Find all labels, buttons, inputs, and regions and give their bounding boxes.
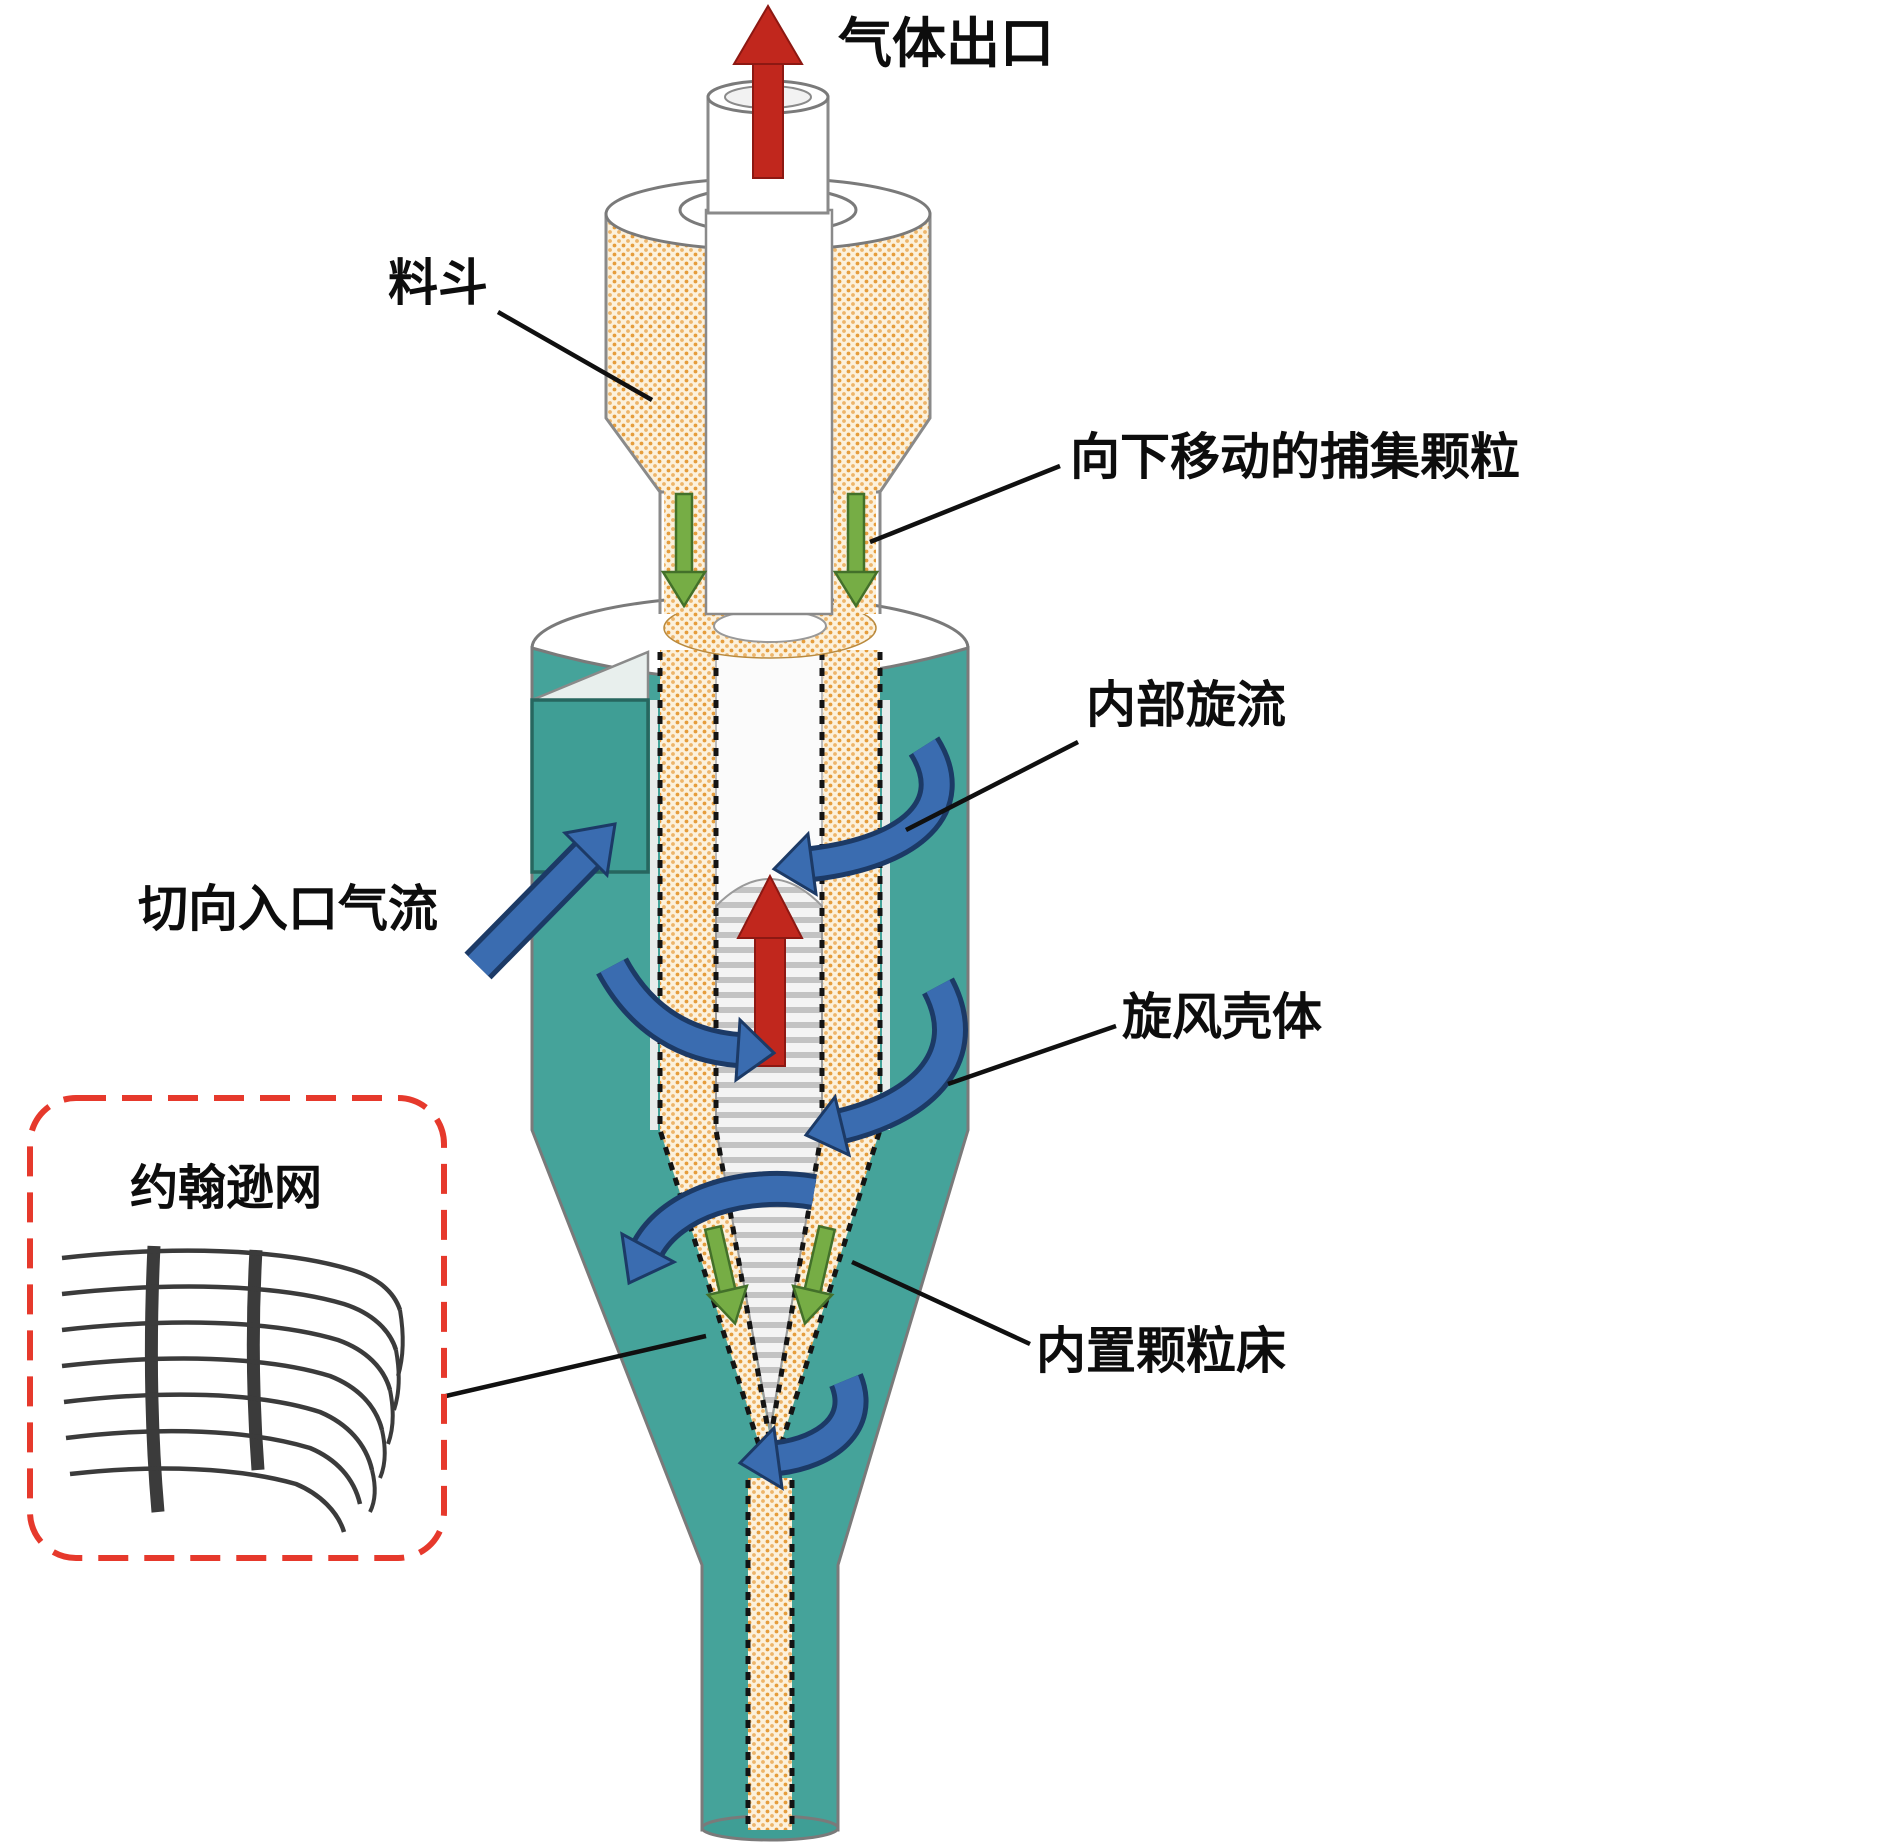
inlet-duct [464, 650, 650, 980]
granule-flow-arrow-cone-left-icon [703, 1224, 749, 1326]
label-cyclone-shell: 旋风壳体 [1122, 989, 1322, 1045]
label-granular-bed: 内置颗粒床 [1036, 1323, 1286, 1379]
screen-rod-right [246, 1249, 265, 1471]
granule-flow-arrow-neck-left-icon [660, 492, 708, 609]
gas-pipe-through-hopper [704, 208, 834, 616]
leader-hopper [496, 310, 654, 402]
granule-flow-arrow-neck-right-icon [832, 492, 880, 609]
cyclone-body [530, 594, 970, 1842]
johnson-screen-sketch [61, 1245, 405, 1533]
swirl-ribbon-middle-right-icon [803, 977, 968, 1158]
label-downward-particles: 向下移动的捕集颗粒 [1070, 429, 1520, 485]
swirl-ribbon-bottom-icon [737, 1373, 869, 1491]
leader-cyclone-shell [947, 1023, 1117, 1087]
leader-downward-particles [869, 463, 1061, 545]
leader-lines [445, 310, 1117, 1399]
label-internal-swirl: 内部旋流 [1086, 677, 1286, 733]
leader-granular-bed [851, 1259, 1031, 1347]
inset-dashed-border [27, 1095, 447, 1561]
hopper-assembly [604, 176, 932, 616]
granule-column-bottom [748, 1478, 792, 1830]
granule-flow-arrow-cone-right-icon [791, 1224, 837, 1326]
screen-wires [61, 1248, 403, 1533]
label-johnson-screen: 约翰逊网 [130, 1162, 322, 1215]
screen-wire-ends [368, 1309, 405, 1513]
screen-dashed-edges [657, 652, 883, 1828]
gas-outlet-arrow-icon [732, 4, 804, 179]
leader-internal-swirl [904, 739, 1080, 833]
swirl-ribbon-middle-left-icon [596, 957, 777, 1084]
label-tangential-inlet: 切向入口气流 [138, 881, 438, 937]
leader-johnson-screen [445, 1333, 707, 1399]
label-hopper: 料斗 [388, 255, 488, 311]
gas-outlet-tube [706, 4, 830, 215]
label-gas-outlet: 气体出口 [838, 14, 1054, 74]
johnson-screen-inset: 约翰逊网 [27, 1095, 447, 1561]
text-labels: 气体出口 料斗 向下移动的捕集颗粒 内部旋流 切向入口气流 旋风壳体 内置颗粒床 [138, 14, 1520, 1379]
tangential-inlet-arrow-icon [464, 822, 617, 980]
swirl-ribbon-cone-icon [620, 1170, 817, 1286]
screen-rod-left [144, 1245, 165, 1513]
